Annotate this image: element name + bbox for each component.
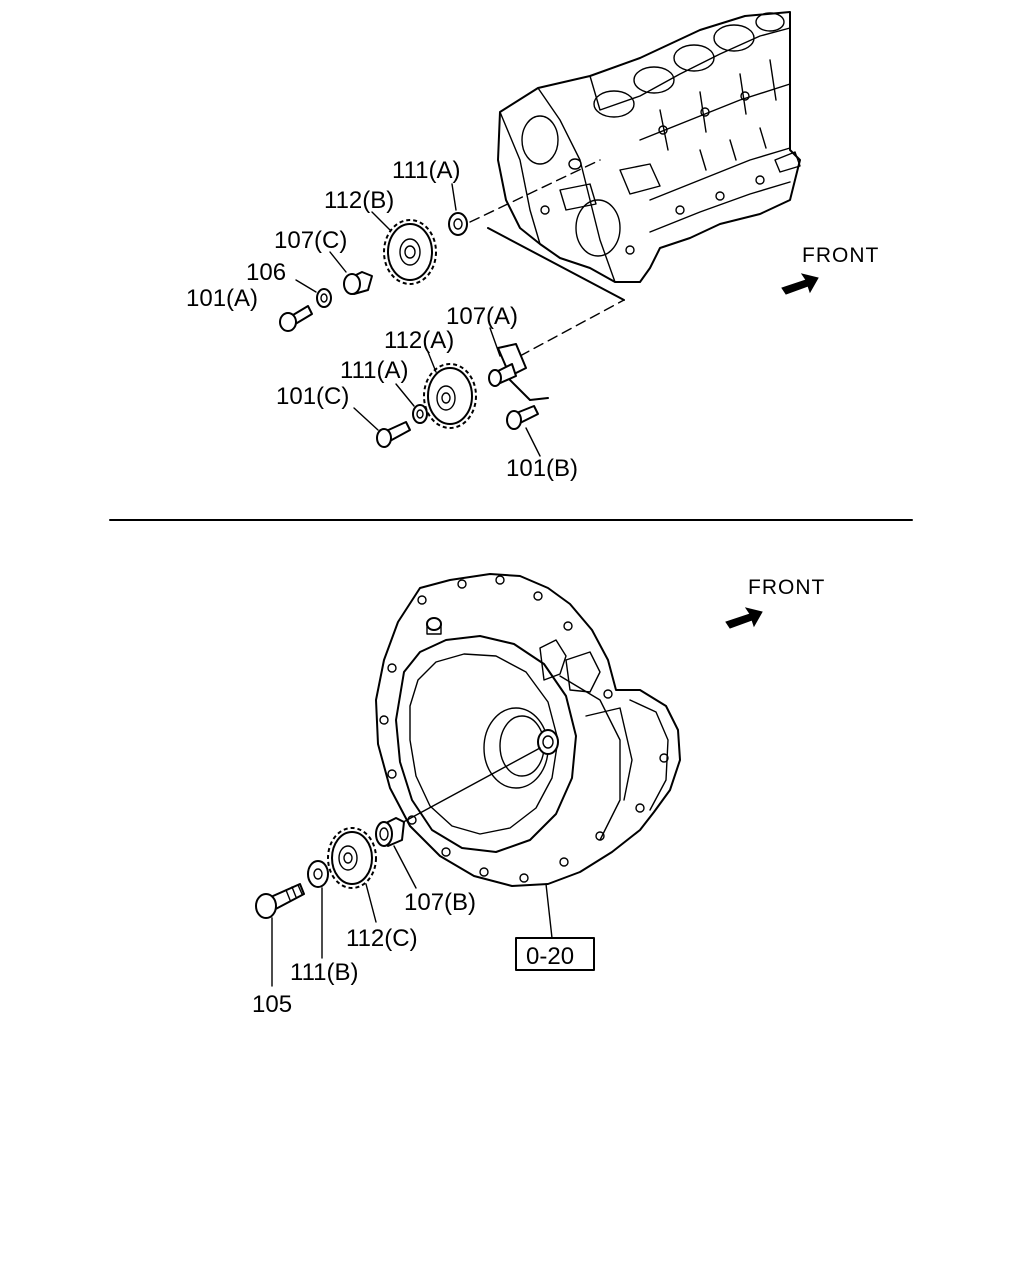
washer-111b xyxy=(307,860,329,888)
top-leader-lines xyxy=(469,159,625,401)
front-arrow-icon-bottom xyxy=(725,607,763,629)
idler-gear-112a xyxy=(423,363,477,429)
bolt-101b xyxy=(506,405,539,430)
flywheel-housing-drawing xyxy=(375,573,681,887)
label-107b: 107(B) xyxy=(404,889,476,916)
idler-gear-112b xyxy=(383,219,437,285)
front-label-bottom: FRONT xyxy=(748,576,825,599)
label-107a: 107(A) xyxy=(446,303,518,330)
engine-block-drawing xyxy=(497,11,801,283)
bottom-leader-lines xyxy=(395,747,553,939)
washer-111a-top xyxy=(448,212,468,236)
label-112a: 112(A) xyxy=(384,327,454,354)
ref-box xyxy=(515,937,595,971)
label-111b: 111(B) xyxy=(290,959,358,986)
label-111a-mid: 111(A) xyxy=(340,357,408,384)
idler-gear-112c xyxy=(327,827,377,889)
label-111a-top: 111(A) xyxy=(392,157,460,184)
bolt-101c xyxy=(376,421,411,448)
front-label-top: FRONT xyxy=(802,244,879,267)
label-101a: 101(A) xyxy=(186,285,258,312)
ref-box-label: 0-20 xyxy=(526,943,574,970)
idler-shaft-107a xyxy=(488,343,527,387)
idler-shaft-107c xyxy=(343,271,373,295)
label-101b: 101(B) xyxy=(506,455,578,482)
label-107c: 107(C) xyxy=(274,227,347,254)
label-101c: 101(C) xyxy=(276,383,349,410)
idler-shaft-107b xyxy=(375,817,405,847)
washer-111a-mid xyxy=(412,404,428,424)
label-112c: 112(C) xyxy=(346,925,418,952)
label-112b: 112(B) xyxy=(324,187,394,214)
front-arrow-icon-top xyxy=(781,273,819,295)
bolt-101a xyxy=(279,305,313,332)
washer-106 xyxy=(316,288,332,308)
label-105: 105 xyxy=(252,991,292,1018)
label-106: 106 xyxy=(246,259,286,286)
bolt-105 xyxy=(255,883,305,919)
